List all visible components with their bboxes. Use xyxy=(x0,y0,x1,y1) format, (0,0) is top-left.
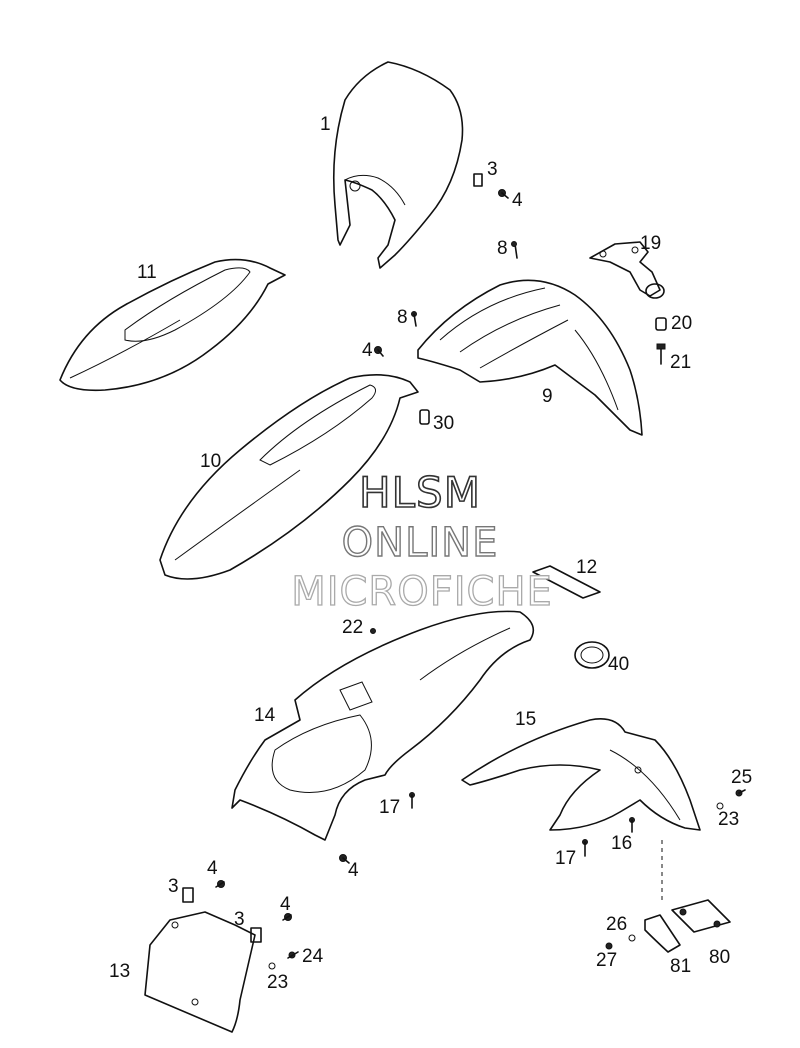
callout-40: 40 xyxy=(608,654,629,675)
rear-fender-part-15 xyxy=(461,718,701,831)
callout-4-mid: 4 xyxy=(362,340,373,361)
callout-1: 1 xyxy=(320,114,331,135)
callout-23-left: 23 xyxy=(267,972,288,993)
clip-nut-part-3-right xyxy=(250,927,262,943)
callout-4-top: 4 xyxy=(512,190,523,211)
number-plate-part-11 xyxy=(59,258,286,392)
clip-nut-part-3-left xyxy=(182,887,194,903)
grommet-part-40 xyxy=(574,641,610,669)
callout-3-left: 3 xyxy=(168,876,179,897)
callout-23-right: 23 xyxy=(718,809,739,830)
mud-flap-part-13 xyxy=(144,911,256,1033)
headlight-mask-part-1 xyxy=(332,61,464,269)
screw-part-22 xyxy=(370,628,376,634)
washer-part-26 xyxy=(628,934,636,942)
screw-part-4-left xyxy=(215,880,225,888)
watermark-line-1: HLSM xyxy=(359,468,481,517)
callout-10: 10 xyxy=(200,451,221,472)
decal-part-12 xyxy=(532,565,601,599)
callout-17-mid: 17 xyxy=(379,797,400,818)
front-number-plate-part-10 xyxy=(159,374,419,580)
watermark-line-2: ONLINE xyxy=(342,520,499,566)
bushing-part-20 xyxy=(655,317,667,331)
callout-16: 16 xyxy=(611,833,632,854)
screw-part-8-mid xyxy=(411,311,417,327)
callout-17-rear: 17 xyxy=(555,848,576,869)
callout-8-top: 8 xyxy=(497,238,508,259)
callout-3-top: 3 xyxy=(487,159,498,180)
callout-19: 19 xyxy=(640,233,661,254)
reflector-part-80 xyxy=(671,899,731,933)
callout-3-right: 3 xyxy=(234,909,245,930)
callout-22: 22 xyxy=(342,617,363,638)
callout-4-right: 4 xyxy=(280,894,291,915)
screw-part-17-rear xyxy=(582,839,588,857)
callout-4-left: 4 xyxy=(207,858,218,879)
callout-14: 14 xyxy=(254,705,276,726)
screw-part-8-top xyxy=(511,241,518,259)
screw-part-27 xyxy=(605,942,613,950)
spacer-part-30 xyxy=(419,409,430,425)
screw-part-25 xyxy=(735,789,746,797)
washer-part-23-left xyxy=(268,962,276,970)
clip-nut-part-3-top xyxy=(473,173,483,187)
callout-80: 80 xyxy=(709,947,730,968)
callout-81: 81 xyxy=(670,956,691,977)
callout-30: 30 xyxy=(433,413,454,434)
callout-11: 11 xyxy=(137,262,157,283)
screw-part-4-top xyxy=(498,189,509,199)
callout-9: 9 xyxy=(542,386,553,407)
callout-20: 20 xyxy=(671,313,692,334)
screw-part-4-mid xyxy=(374,346,384,357)
bracket-part-81 xyxy=(644,914,681,953)
callout-25: 25 xyxy=(731,767,752,788)
screw-part-4-rear xyxy=(339,854,350,864)
watermark-line-3: MICROFICHE xyxy=(291,569,553,615)
callout-15: 15 xyxy=(515,709,536,730)
screw-part-4-right xyxy=(282,913,292,921)
callout-8-mid: 8 xyxy=(397,307,408,328)
callout-24: 24 xyxy=(302,946,324,967)
callout-26: 26 xyxy=(606,914,627,935)
screw-part-24 xyxy=(287,951,299,959)
washer-part-23-right xyxy=(716,802,724,810)
callout-27: 27 xyxy=(596,950,617,971)
callout-21: 21 xyxy=(670,352,691,373)
screw-part-16 xyxy=(629,817,635,833)
callout-13: 13 xyxy=(109,961,130,982)
screw-part-17-mid xyxy=(409,792,415,809)
bracket-part-19 xyxy=(589,241,665,299)
rear-fender-part-14 xyxy=(231,610,535,841)
callout-12: 12 xyxy=(576,557,597,578)
callout-4-rear: 4 xyxy=(348,860,359,881)
bolt-part-21 xyxy=(656,343,666,365)
front-fender-part-9 xyxy=(417,279,643,436)
